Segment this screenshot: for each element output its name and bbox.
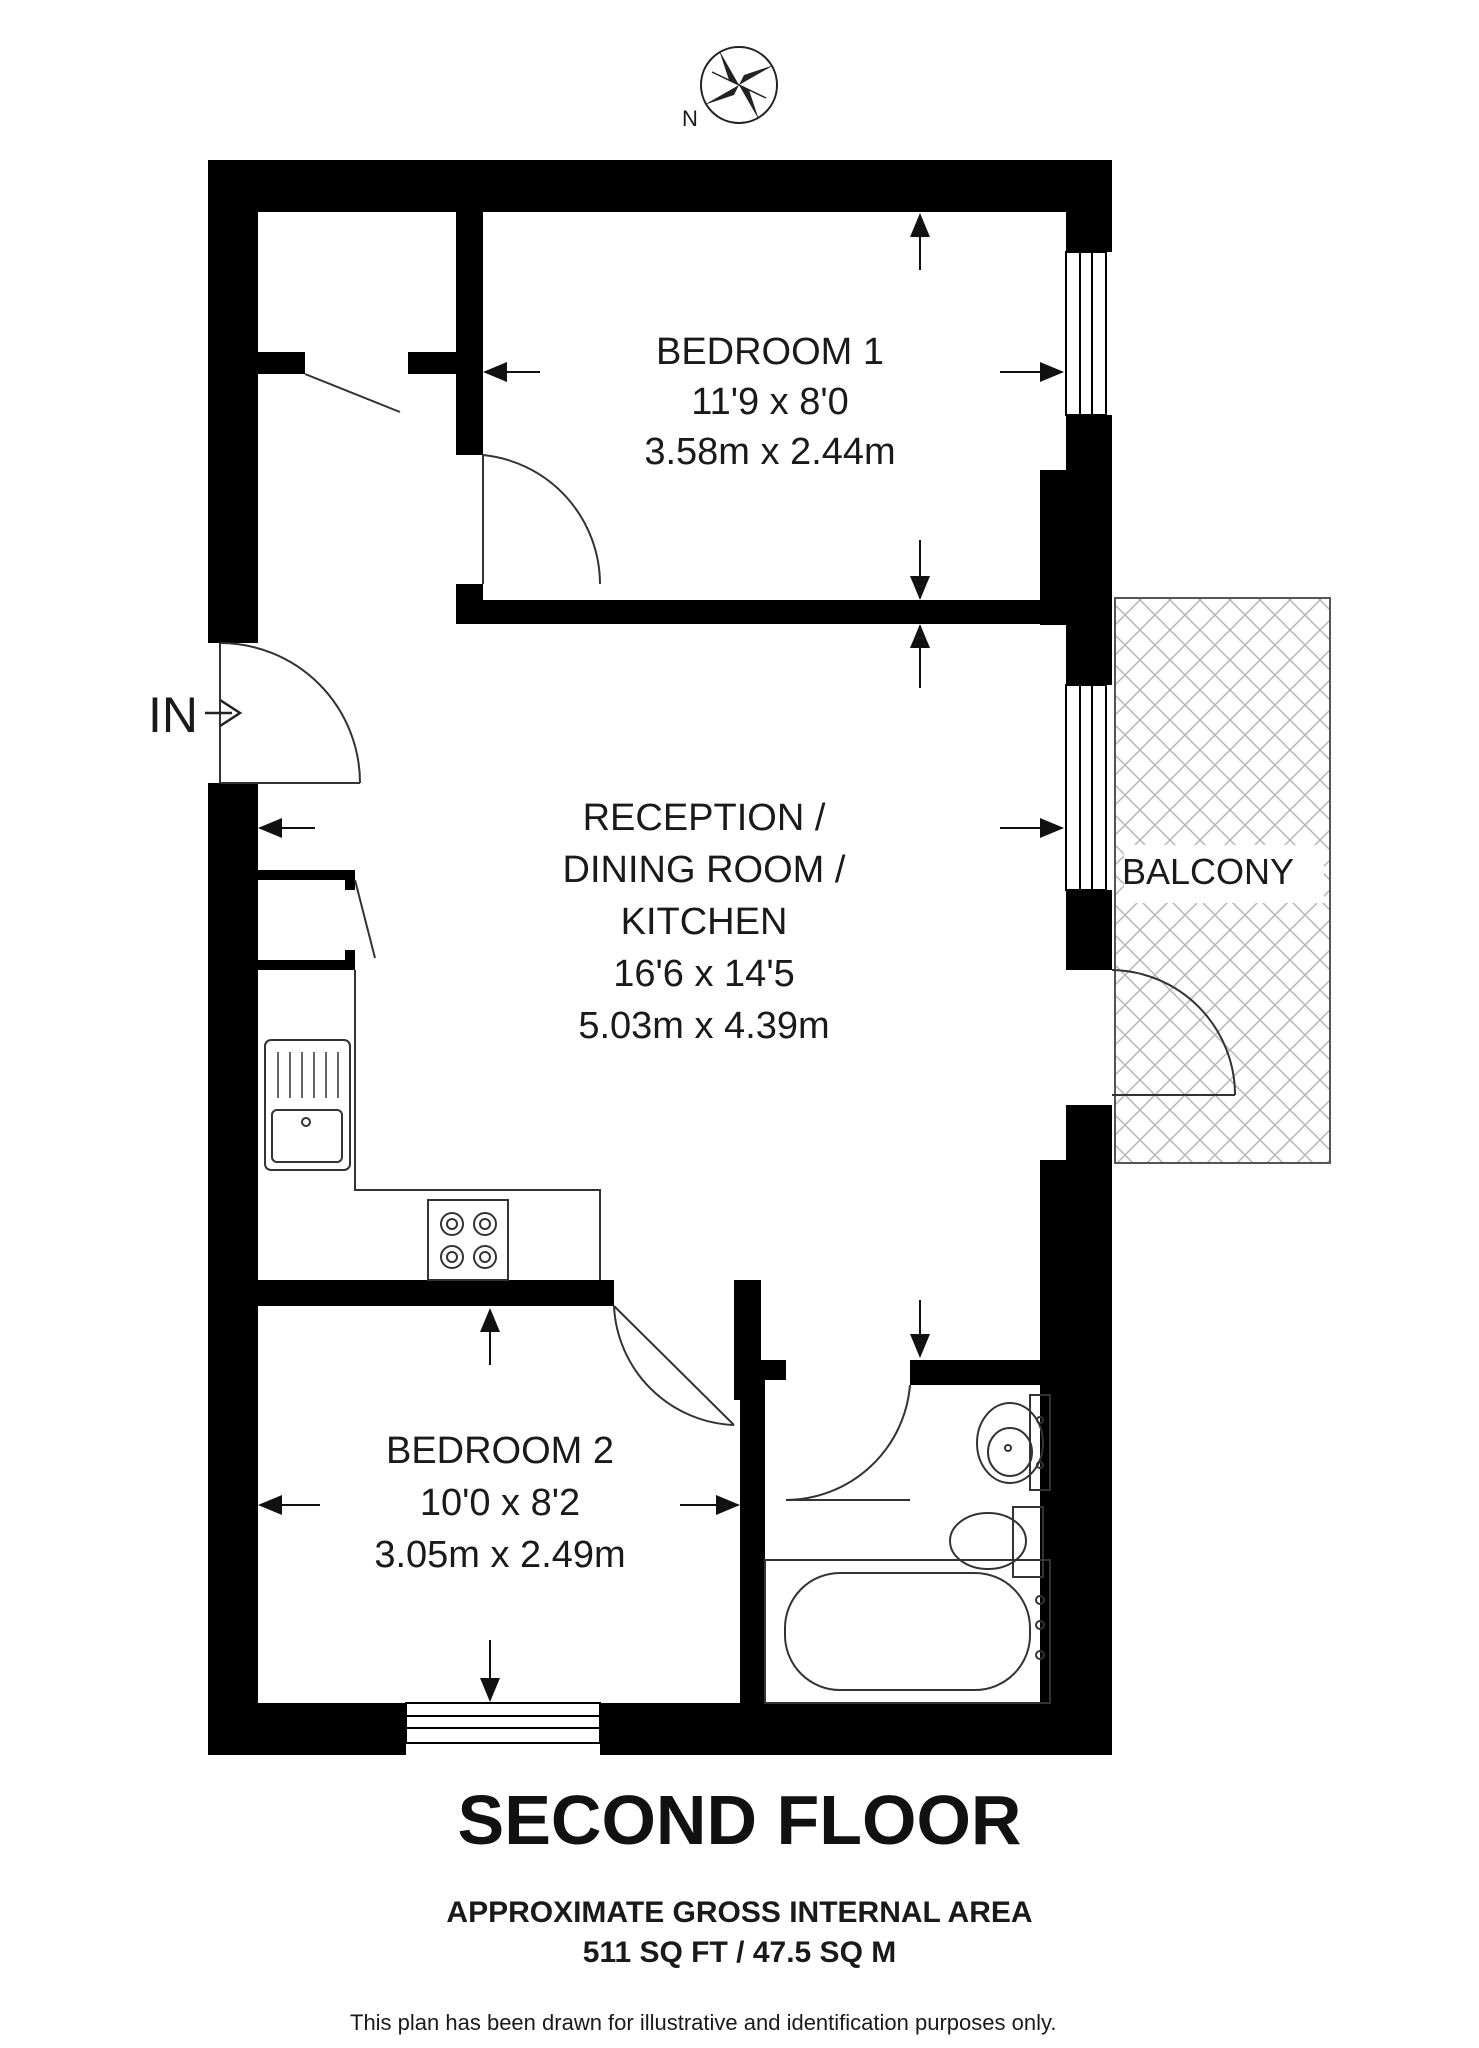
reception-line1: RECEPTION / [583,797,826,839]
bedroom-1-label: BEDROOM 1 11'9 x 8'0 3.58m x 2.44m [644,331,895,473]
bedroom-1-name: BEDROOM 1 [656,331,884,373]
outer-walls [208,160,1112,1755]
entrance-arrow-icon [205,698,243,728]
floor-title: SECOND FLOOR [457,1781,1022,1859]
bedroom-1-metric: 3.58m x 2.44m [644,431,895,473]
reception-line3: KITCHEN [621,901,788,943]
sink-drainer [277,1052,339,1098]
bedroom-2-imperial: 10'0 x 8'2 [420,1482,580,1524]
bathroom-fittings [764,1394,1051,1704]
compass-north-label: N [682,106,698,131]
basin-icon [976,1394,1051,1491]
bedroom-2-metric: 3.05m x 2.49m [374,1534,625,1576]
entrance-label: IN [148,687,198,743]
hob-icon [427,1199,509,1281]
compass-icon: N [682,46,778,131]
windows [405,251,1107,1744]
balcony-label: BALCONY [1122,851,1294,892]
doors [219,373,1236,1501]
toilet-icon [949,1506,1044,1578]
area-value: 511 SQ FT / 47.5 SQ M [582,1936,897,1969]
interior-walls [258,208,1066,1710]
disclaimer: This plan has been drawn for illustrativ… [350,2010,1057,2035]
reception-imperial: 16'6 x 14'5 [613,953,794,995]
bedroom-2-label: BEDROOM 2 10'0 x 8'2 3.05m x 2.49m [374,1430,625,1576]
area-label: APPROXIMATE GROSS INTERNAL AREA [446,1896,1033,1929]
kitchen-fittings [264,970,601,1281]
bedroom-2-name: BEDROOM 2 [386,1430,614,1472]
reception-metric: 5.03m x 4.39m [578,1005,829,1047]
reception-label: RECEPTION / DINING ROOM / KITCHEN 16'6 x… [563,797,846,1047]
balcony: BALCONY [1114,597,1331,1164]
dimension-arrows [258,213,1064,1702]
bedroom-1-imperial: 11'9 x 8'0 [691,381,848,423]
reception-line2: DINING ROOM / [563,849,846,891]
